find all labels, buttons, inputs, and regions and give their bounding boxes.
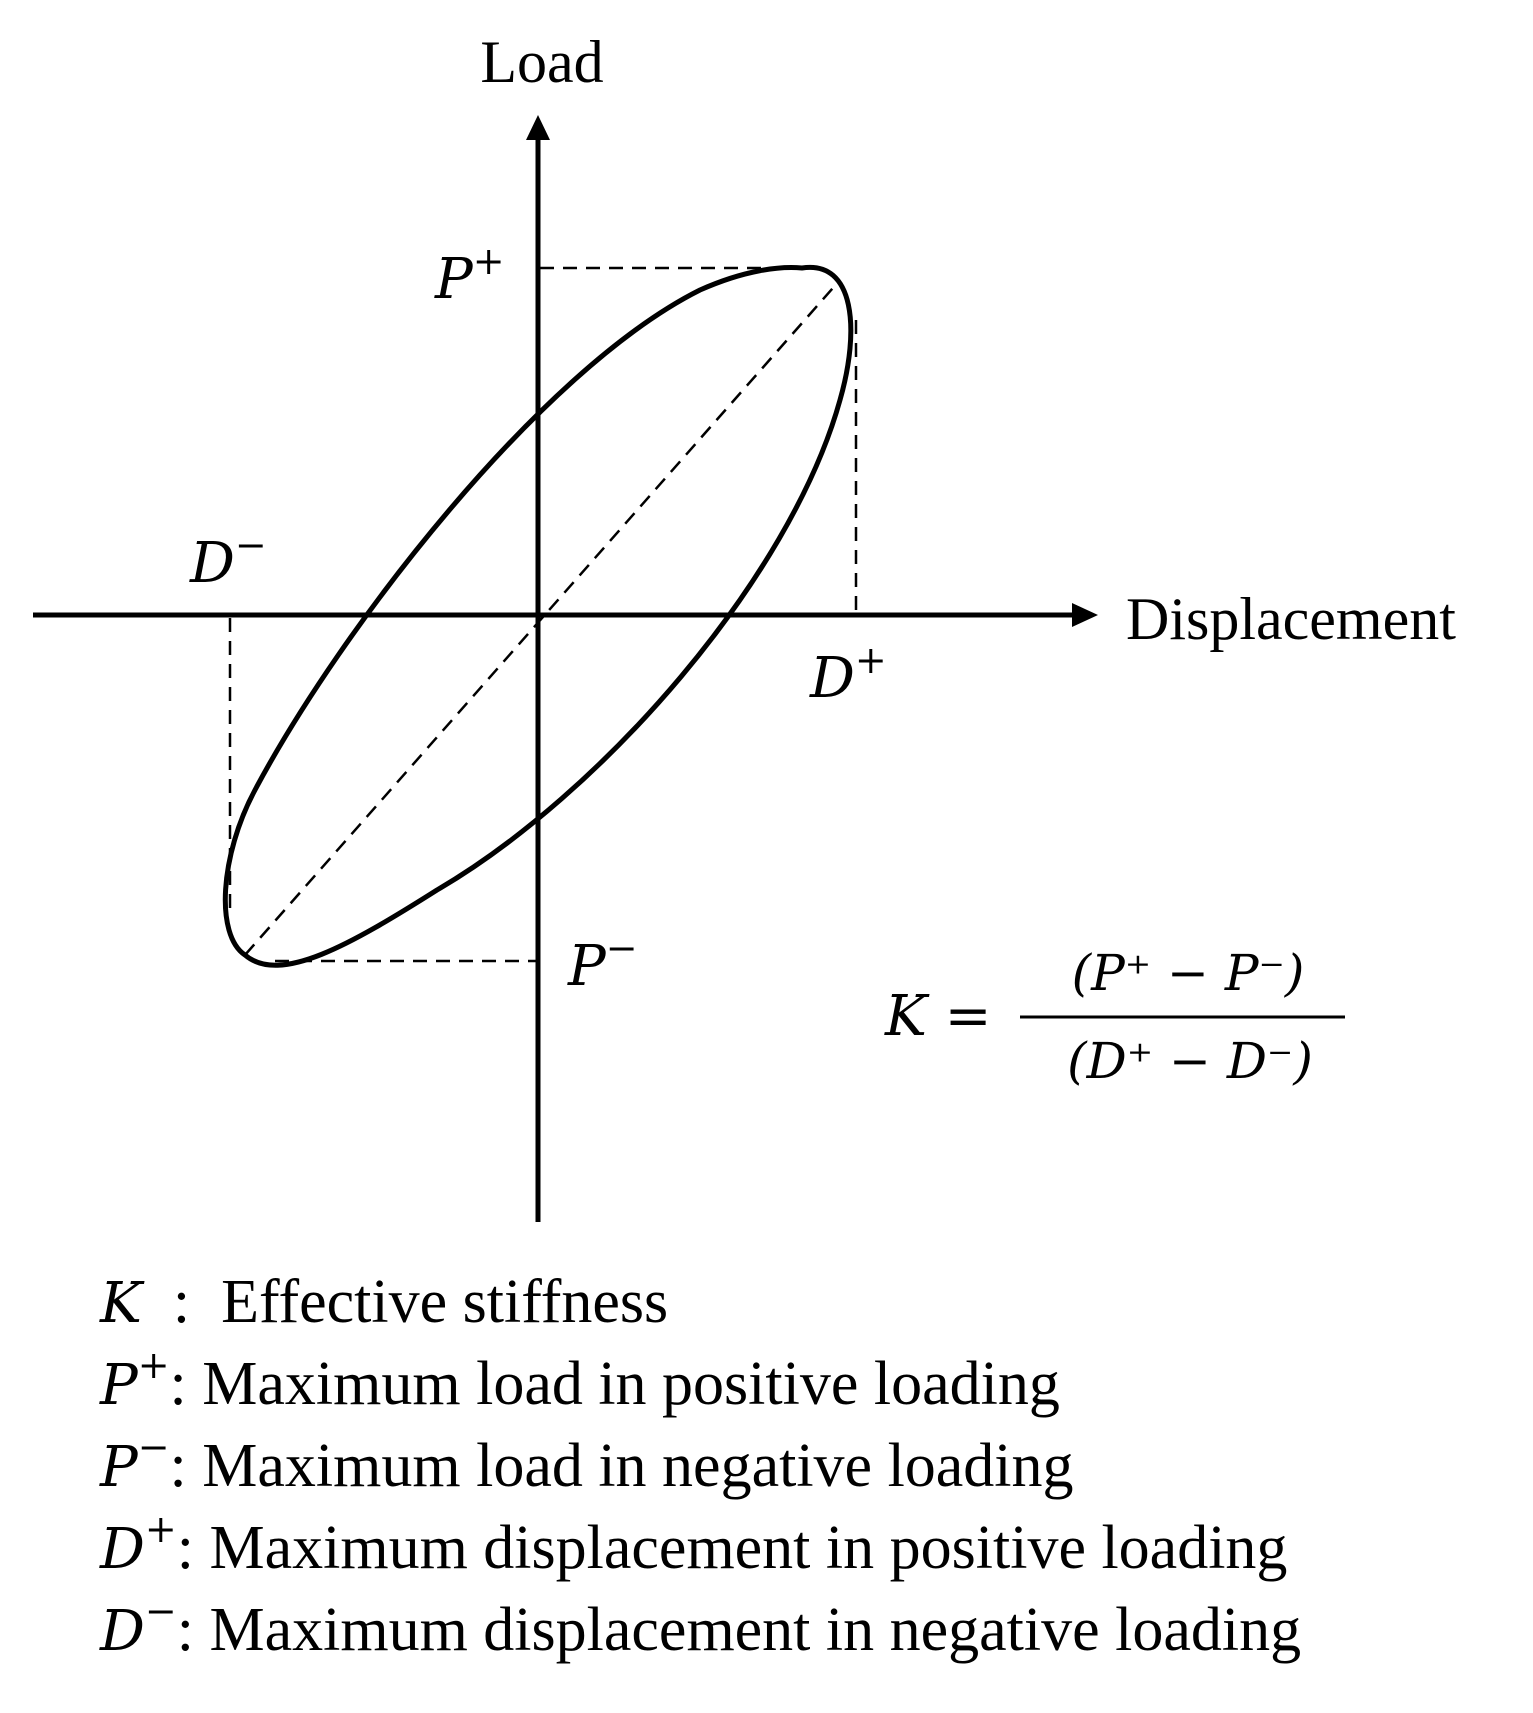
formula-denominator: (D⁺ − D⁻)	[1067, 1032, 1313, 1090]
hysteresis-diagram: Load Displacement P+ P− D− D+ K = (P⁺ − …	[33, 29, 1456, 1222]
formula-numerator: (P⁺ − P⁻)	[1072, 944, 1305, 1002]
x-axis-arrow-icon	[1072, 603, 1098, 627]
legend-item: D−: Maximum displacement in negative loa…	[100, 1589, 1302, 1664]
legend-text: Maximum displacement in negative loading	[209, 1596, 1302, 1664]
legend-text: Maximum displacement in positive loading	[209, 1514, 1288, 1582]
d-minus-label: D−	[189, 523, 267, 596]
symbol-legend: K : Effective stiffness P+: Maximum load…	[100, 1262, 1301, 1672]
p-minus-label: P−	[567, 926, 638, 999]
formula-lhs: K =	[884, 984, 992, 1049]
diagonal-stiffness-line	[244, 279, 841, 956]
d-plus-label: D+	[809, 638, 887, 711]
y-axis-arrow-icon	[526, 115, 550, 140]
hysteresis-loop	[222, 264, 854, 968]
legend-item: P+: Maximum load in positive loading	[100, 1343, 1060, 1418]
p-plus-label: P+	[434, 239, 505, 312]
legend-text: Maximum load in negative loading	[202, 1432, 1074, 1500]
x-axis-label: Displacement	[1126, 586, 1456, 652]
legend-text: Maximum load in positive loading	[202, 1350, 1060, 1418]
stiffness-formula: K = (P⁺ − P⁻) (D⁺ − D⁻)	[884, 944, 1345, 1090]
legend-item: D+: Maximum displacement in positive loa…	[100, 1507, 1288, 1582]
y-axis-label: Load	[480, 29, 603, 95]
legend-text: Effective stiffness	[221, 1268, 669, 1336]
legend-item: P−: Maximum load in negative loading	[100, 1425, 1074, 1500]
legend-item: K : Effective stiffness	[100, 1268, 669, 1336]
